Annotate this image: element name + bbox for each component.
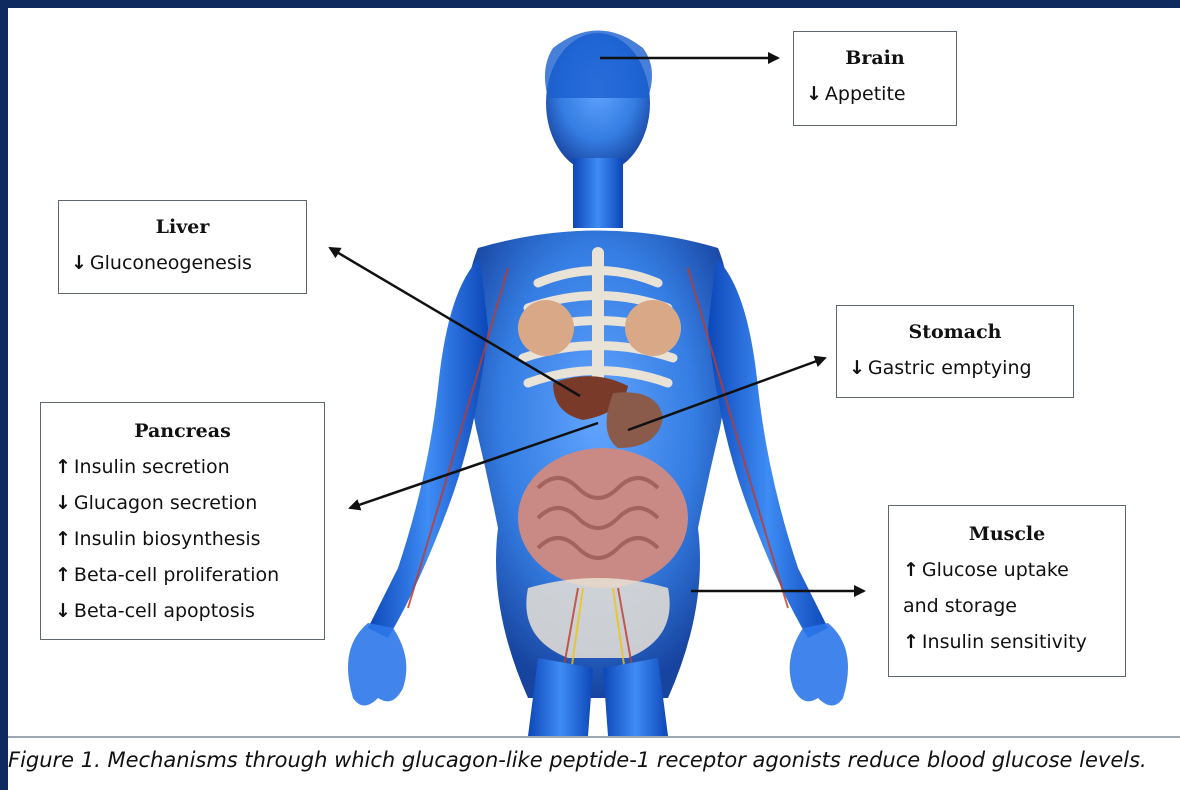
up-arrow-icon: ↑ — [903, 631, 919, 653]
figure-caption: Figure 1. Mechanisms through which gluca… — [8, 748, 1180, 772]
liver-title: Liver — [71, 209, 294, 245]
brain-title: Brain — [806, 40, 944, 76]
pancreas-item: ↑Insulin secretion — [55, 449, 310, 485]
stomach-title: Stomach — [849, 314, 1061, 350]
stomach-item: ↓Gastric emptying — [849, 350, 1061, 386]
pancreas-item: ↓Glucagon secretion — [55, 485, 310, 521]
right-arm — [708, 258, 848, 706]
pancreas-item: ↑Beta-cell proliferation — [55, 557, 310, 593]
brain-item: ↓Appetite — [806, 76, 944, 112]
liver-item: ↓Gluconeogenesis — [71, 245, 294, 281]
pancreas-title: Pancreas — [55, 413, 310, 449]
up-arrow-icon: ↑ — [55, 528, 71, 550]
down-arrow-icon: ↓ — [55, 600, 71, 622]
pancreas-item: ↑Insulin biosynthesis — [55, 521, 310, 557]
left-breast-tissue — [518, 300, 574, 356]
pancreas-item: ↓Beta-cell apoptosis — [55, 593, 310, 629]
left-arm — [348, 258, 488, 706]
up-arrow-icon: ↑ — [55, 456, 71, 478]
figure-panel: Brain ↓Appetite Liver ↓Gluconeogenesis S… — [8, 8, 1180, 790]
pelvis — [526, 578, 669, 658]
muscle-box: Muscle ↑Glucose uptake and storage ↑Insu… — [888, 505, 1126, 677]
muscle-item: ↑Glucose uptake — [903, 552, 1111, 588]
intestines — [518, 448, 688, 588]
right-breast-tissue — [625, 300, 681, 356]
muscle-item: ↑Insulin sensitivity — [903, 624, 1111, 660]
head — [545, 31, 652, 229]
muscle-item: and storage — [903, 588, 1111, 624]
down-arrow-icon: ↓ — [55, 492, 71, 514]
liver-box: Liver ↓Gluconeogenesis — [58, 200, 307, 294]
stomach-box: Stomach ↓Gastric emptying — [836, 305, 1074, 398]
muscle-title: Muscle — [903, 516, 1111, 552]
down-arrow-icon: ↓ — [806, 83, 822, 105]
caption-divider — [8, 736, 1180, 738]
up-arrow-icon: ↑ — [55, 564, 71, 586]
pancreas-box: Pancreas ↑Insulin secretion ↓Glucagon se… — [40, 402, 325, 640]
down-arrow-icon: ↓ — [849, 357, 865, 379]
brain-box: Brain ↓Appetite — [793, 31, 957, 126]
down-arrow-icon: ↓ — [71, 252, 87, 274]
up-arrow-icon: ↑ — [903, 559, 919, 581]
